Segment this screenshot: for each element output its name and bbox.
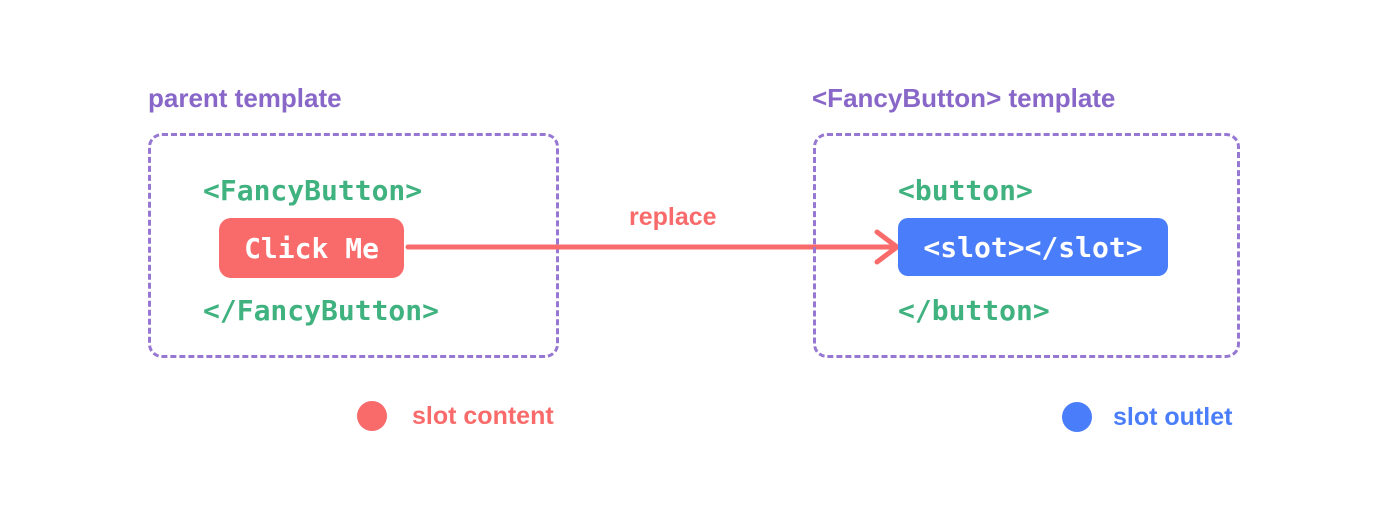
legend-slot-content-label: slot content xyxy=(412,402,554,430)
slot-outlet-label: <slot></slot> xyxy=(923,230,1143,264)
slot-outlet-box: <slot></slot> xyxy=(898,218,1168,276)
parent-open-tag-code: <FancyButton> xyxy=(203,174,423,207)
slot-content-button-label: Click Me xyxy=(244,231,379,265)
slot-content-dot-icon xyxy=(357,401,387,431)
legend-slot-outlet-label: slot outlet xyxy=(1113,403,1233,431)
parent-close-tag-code: </FancyButton> xyxy=(203,294,440,327)
child-close-tag-code: </button> xyxy=(898,294,1050,327)
fancybutton-template-heading: <FancyButton> template xyxy=(812,83,1116,113)
slot-outlet-dot-icon xyxy=(1062,402,1092,432)
legend-slot-content: slot content xyxy=(357,401,554,431)
child-open-tag-code: <button> xyxy=(898,174,1033,207)
legend-slot-outlet: slot outlet xyxy=(1062,402,1232,432)
parent-template-heading: parent template xyxy=(148,83,342,113)
replace-arrow-icon xyxy=(405,229,900,265)
replace-arrow-label: replace xyxy=(629,203,717,231)
fancybutton-template-box xyxy=(813,133,1240,358)
slot-content-button: Click Me xyxy=(219,218,404,278)
